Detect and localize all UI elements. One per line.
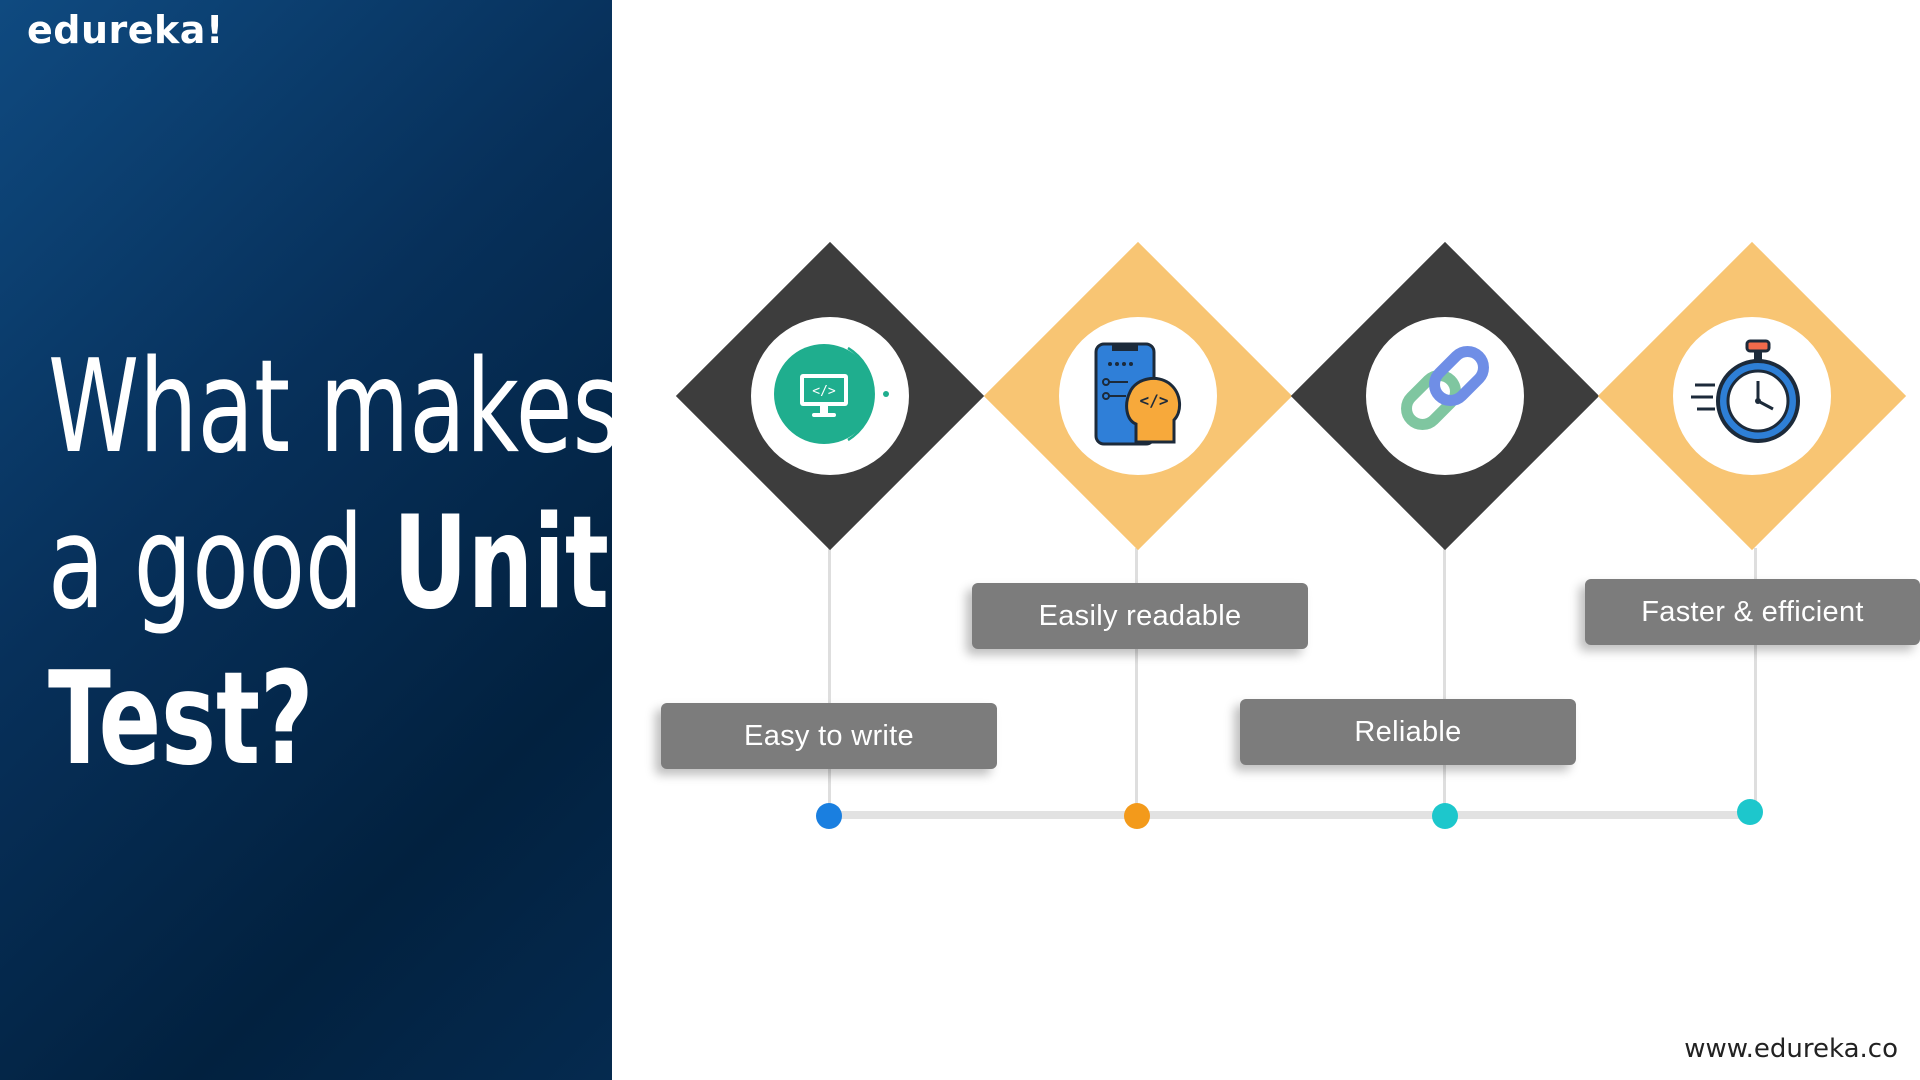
timeline-bar	[830, 811, 1750, 819]
icon-circle-4	[1673, 317, 1831, 475]
timeline-dot-2	[1124, 803, 1150, 829]
icon-circle-3	[1366, 317, 1524, 475]
code-monitor-icon: </>	[760, 324, 900, 468]
phone-reader-icon: </>	[1078, 334, 1198, 458]
timeline-dot-4	[1737, 799, 1763, 825]
label-easily-readable: Easily readable	[972, 583, 1308, 649]
title-line-1: What makes	[48, 333, 612, 482]
footer-url: www.edureka.co	[1684, 1034, 1898, 1064]
icon-circle-1: </>	[751, 317, 909, 475]
title-line-2: a good Unit	[48, 486, 609, 642]
brand-logo: edureka!	[27, 8, 224, 52]
title-panel: edureka! What makes a good Unit Test?	[0, 0, 612, 1080]
title-line-3: Test?	[48, 645, 314, 794]
stem-4	[1754, 548, 1757, 810]
svg-text:</>: </>	[812, 384, 836, 399]
stem-1	[828, 548, 831, 814]
label-easy-to-write: Easy to write	[661, 703, 997, 769]
label-reliable: Reliable	[1240, 699, 1576, 765]
timeline-dot-1	[816, 803, 842, 829]
chain-link-icon	[1385, 334, 1505, 458]
stopwatch-icon	[1687, 329, 1817, 463]
page-title: What makes a good Unit Test?	[48, 330, 612, 798]
timeline-dot-3	[1432, 803, 1458, 829]
title-line-2-regular: a good	[48, 489, 393, 638]
stem-3	[1443, 548, 1446, 814]
icon-circle-2: </>	[1059, 317, 1217, 475]
label-faster-efficient: Faster & efficient	[1585, 579, 1920, 645]
stem-2	[1135, 548, 1138, 814]
svg-text:</>: </>	[1140, 391, 1169, 410]
title-line-2-bold: Unit	[392, 489, 609, 638]
